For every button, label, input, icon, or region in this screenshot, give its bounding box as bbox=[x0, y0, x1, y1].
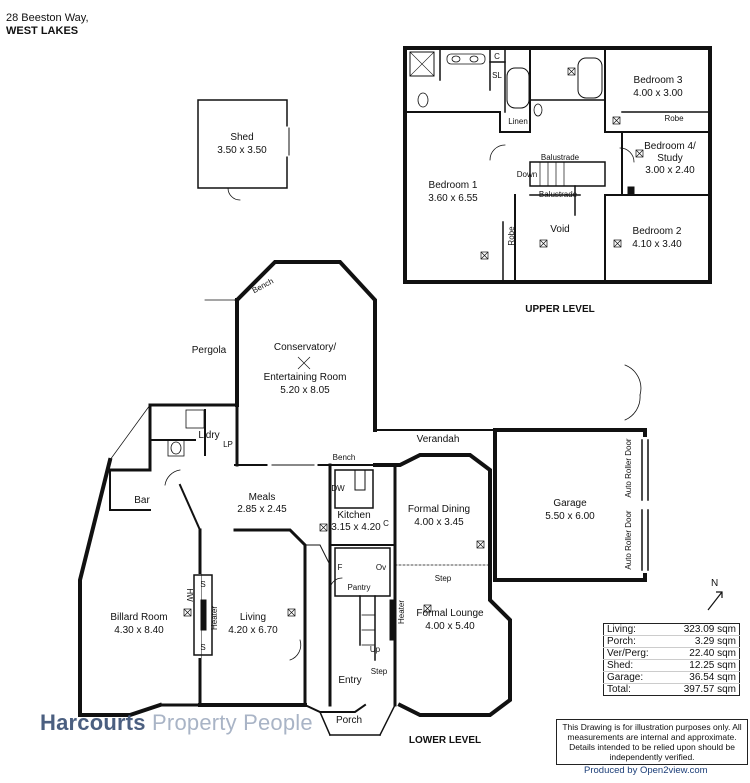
area-total-row: Total:397.57 sqm bbox=[603, 683, 740, 696]
formal-dining-name: Formal Dining bbox=[408, 504, 470, 515]
void-label: Void bbox=[550, 224, 569, 235]
area-row: Porch:3.29 sqm bbox=[603, 635, 740, 648]
harcourts-watermark: Harcourts Property People bbox=[40, 710, 313, 736]
area-label: Living: bbox=[603, 623, 665, 636]
area-value: 397.57 sqm bbox=[664, 683, 740, 696]
bedroom1-size: 3.60 x 6.55 bbox=[428, 193, 478, 204]
conservatory-size: 5.20 x 8.05 bbox=[280, 385, 330, 396]
area-row: Garage:36.54 sqm bbox=[603, 671, 740, 684]
bedroom2-name: Bedroom 2 bbox=[633, 226, 682, 237]
kitchen-size: 3.15 x 4.20 bbox=[331, 522, 381, 533]
bedroom4-name2: Study bbox=[657, 153, 683, 164]
heater-label-billard: Heater bbox=[210, 606, 219, 630]
meals-name: Meals bbox=[249, 492, 276, 503]
linen-label: Linen bbox=[508, 117, 528, 126]
robe-label-upper: Robe bbox=[664, 114, 684, 123]
shed-outline bbox=[197, 99, 288, 189]
bedroom2-size: 4.10 x 3.40 bbox=[632, 239, 682, 250]
shed-size: 3.50 x 3.50 bbox=[217, 145, 267, 156]
meals-size: 2.85 x 2.45 bbox=[237, 504, 287, 515]
formal-lounge-size: 4.00 x 5.40 bbox=[425, 621, 475, 632]
billard-name: Billard Room bbox=[110, 612, 167, 623]
produced-by-link[interactable]: Produced by Open2view.com bbox=[584, 765, 708, 776]
billard-size: 4.30 x 8.40 bbox=[114, 625, 164, 636]
bar-label: Bar bbox=[134, 495, 150, 506]
step-label-entry: Step bbox=[371, 667, 388, 676]
garage-size: 5.50 x 6.00 bbox=[545, 511, 595, 522]
watermark-brand: Harcourts bbox=[40, 710, 146, 735]
heater-label-lounge: Heater bbox=[397, 600, 406, 624]
formal-lounge-name: Formal Lounge bbox=[416, 608, 484, 619]
shed-name: Shed bbox=[230, 132, 253, 143]
lp-label: LP bbox=[223, 440, 233, 449]
f-label: F bbox=[338, 563, 343, 572]
roller-door-2: Auto Roller Door bbox=[624, 510, 633, 569]
garage-name: Garage bbox=[553, 498, 587, 509]
s-label-2: S bbox=[200, 643, 205, 652]
area-value: 3.29 sqm bbox=[664, 635, 740, 648]
disclaimer-box: This Drawing is for illustration purpose… bbox=[556, 719, 748, 765]
dw-label: DW bbox=[331, 484, 345, 493]
area-value: 22.40 sqm bbox=[664, 647, 740, 660]
area-row: Shed:12.25 sqm bbox=[603, 659, 740, 672]
entry-label: Entry bbox=[338, 675, 361, 686]
s-label-1: S bbox=[200, 580, 205, 589]
laundry-label: L'dry bbox=[198, 430, 219, 441]
area-label: Shed: bbox=[603, 659, 665, 672]
area-value: 12.25 sqm bbox=[664, 659, 740, 672]
area-label: Ver/Perg: bbox=[603, 647, 665, 660]
upper-level-title: UPPER LEVEL bbox=[525, 304, 594, 315]
robe-label-bed1: Robe bbox=[507, 226, 516, 246]
hw-label: HW bbox=[185, 588, 194, 602]
down-label: Down bbox=[517, 170, 537, 179]
address: 28 Beeston Way, WEST LAKES bbox=[6, 12, 89, 38]
compass-north: N bbox=[711, 578, 718, 589]
area-row: Living:323.09 sqm bbox=[603, 623, 740, 636]
area-value: 323.09 sqm bbox=[664, 623, 740, 636]
c-label-upper: C bbox=[494, 52, 500, 61]
area-row: Ver/Perg:22.40 sqm bbox=[603, 647, 740, 660]
bedroom1-name: Bedroom 1 bbox=[429, 180, 478, 191]
balustrade-upper: Balustrade bbox=[541, 153, 580, 162]
pantry-label: Pantry bbox=[347, 583, 370, 592]
address-line1: 28 Beeston Way, bbox=[6, 12, 89, 24]
balustrade-lower: Balustrade bbox=[539, 190, 578, 199]
pergola-label: Pergola bbox=[192, 345, 227, 356]
c-label-kitchen: C bbox=[383, 519, 389, 528]
sl-label: SL bbox=[492, 71, 502, 80]
bedroom3-size: 4.00 x 3.00 bbox=[633, 88, 683, 99]
compass-arrow-icon bbox=[707, 591, 723, 611]
watermark-office: Property People bbox=[152, 710, 313, 735]
bedroom4-size: 3.00 x 2.40 bbox=[645, 165, 695, 176]
bedroom4-name1: Bedroom 4/ bbox=[644, 141, 696, 152]
area-label: Total: bbox=[603, 683, 665, 696]
address-line2: WEST LAKES bbox=[6, 25, 79, 37]
kitchen-name: Kitchen bbox=[337, 510, 370, 521]
upper-level-outline bbox=[403, 46, 712, 284]
bench-kitchen: Bench bbox=[333, 453, 356, 462]
area-value: 36.54 sqm bbox=[664, 671, 740, 684]
conservatory-name1: Conservatory/ bbox=[274, 342, 336, 353]
conservatory-name2: Entertaining Room bbox=[264, 372, 347, 383]
porch-label: Porch bbox=[336, 715, 362, 726]
area-label: Porch: bbox=[603, 635, 665, 648]
roller-door-1: Auto Roller Door bbox=[624, 438, 633, 497]
area-label: Garage: bbox=[603, 671, 665, 684]
area-summary-table: Living:323.09 sqm Porch:3.29 sqm Ver/Per… bbox=[603, 623, 740, 696]
formal-dining-size: 4.00 x 3.45 bbox=[414, 517, 464, 528]
up-label: Up bbox=[370, 645, 381, 654]
living-size: 4.20 x 6.70 bbox=[228, 625, 278, 636]
lower-level-title: LOWER LEVEL bbox=[409, 735, 481, 746]
bench-conservatory: Bench bbox=[251, 276, 275, 295]
bedroom3-name: Bedroom 3 bbox=[634, 75, 683, 86]
verandah-label: Verandah bbox=[417, 434, 460, 445]
ov-label: Ov bbox=[376, 563, 386, 572]
living-name: Living bbox=[240, 612, 266, 623]
step-label-dining: Step bbox=[435, 574, 452, 583]
